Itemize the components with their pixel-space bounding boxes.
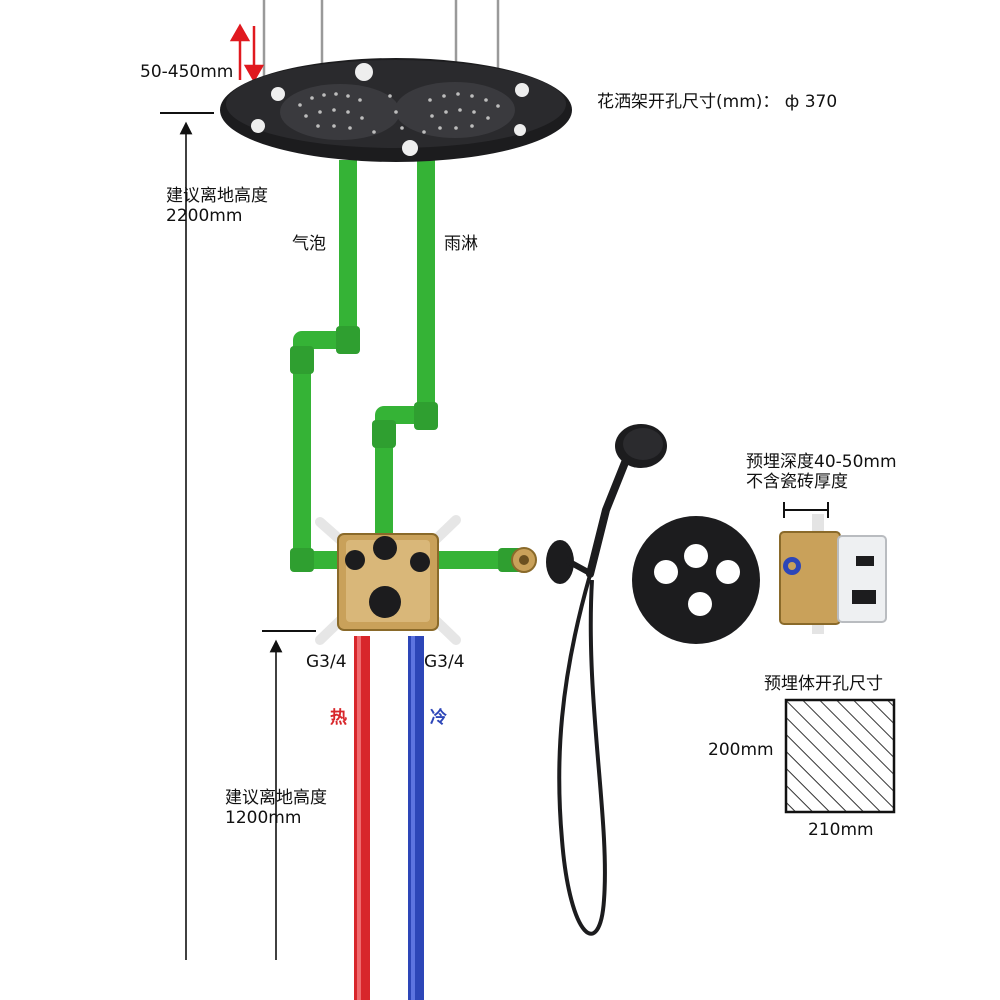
ceiling-hole-size-label: 花洒架开孔尺寸(mm)： ф 370	[597, 92, 838, 112]
rain-shower-head	[220, 58, 572, 162]
cold-label: 冷	[430, 708, 447, 728]
cutout-hatched-box	[784, 698, 896, 814]
hot-water-pipe	[354, 636, 370, 1000]
inlet-right-label: G3/4	[424, 652, 465, 672]
inlet-left-label: G3/4	[306, 652, 347, 672]
valve-side-view	[779, 502, 887, 634]
embed-depth-line1: 预埋深度40-50mm	[746, 452, 897, 472]
trim-plate	[632, 516, 760, 644]
embed-depth-line2: 不含瓷砖厚度	[746, 472, 848, 492]
hot-label: 热	[330, 708, 347, 728]
height-top-line1: 建议离地高度	[166, 186, 268, 206]
suspension-rods	[262, 0, 500, 80]
height-bottom-line1: 建议离地高度	[225, 788, 327, 808]
height-bottom-line2: 1200mm	[225, 808, 302, 828]
hole-width-label: 210mm	[808, 820, 874, 840]
bubble-outlet-label: 气泡	[292, 234, 326, 254]
height-top-line2: 2200mm	[166, 206, 243, 226]
supply-pipes	[293, 160, 520, 569]
adjust-range-label: 50-450mm	[140, 62, 234, 82]
box-hole-title: 预埋体开孔尺寸	[764, 674, 883, 694]
rain-outlet-label: 雨淋	[444, 234, 478, 254]
cold-water-pipe	[408, 636, 424, 1000]
embedded-valve-box	[315, 515, 461, 645]
nozzle-pattern	[298, 92, 500, 134]
adjust-range-arrows	[229, 23, 265, 83]
hose-connector	[511, 547, 537, 573]
hand-shower	[546, 424, 667, 936]
hole-height-label: 200mm	[708, 740, 774, 760]
